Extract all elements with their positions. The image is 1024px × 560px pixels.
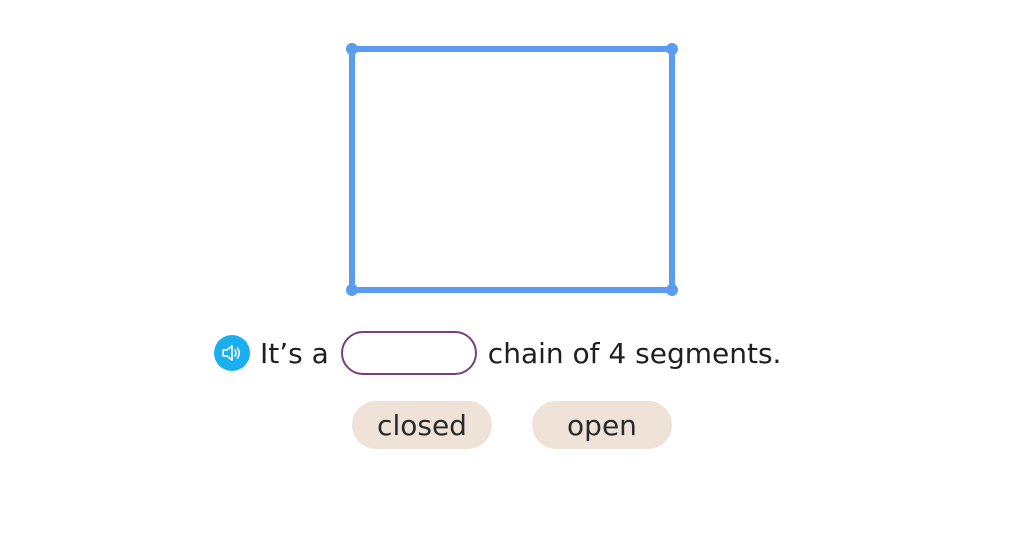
question-suffix: chain of 4 segments. bbox=[487, 336, 782, 370]
choice-closed[interactable]: closed bbox=[352, 401, 492, 449]
answer-blank[interactable] bbox=[340, 331, 477, 375]
speaker-icon bbox=[222, 345, 241, 361]
vertex-point bbox=[346, 43, 358, 55]
closed-chain-rectangle-icon bbox=[346, 43, 678, 296]
vertex-point bbox=[666, 284, 678, 296]
read-aloud-button[interactable] bbox=[214, 335, 250, 371]
shape-figure bbox=[346, 43, 678, 296]
question-sentence: It’s a chain of 4 segments. bbox=[214, 328, 781, 378]
choice-open[interactable]: open bbox=[532, 401, 672, 449]
vertex-point bbox=[346, 284, 358, 296]
vertex-point bbox=[666, 43, 678, 55]
question-prefix: It’s a bbox=[260, 336, 329, 370]
answer-choices: closed open bbox=[352, 401, 672, 449]
chain-segments bbox=[349, 46, 675, 293]
